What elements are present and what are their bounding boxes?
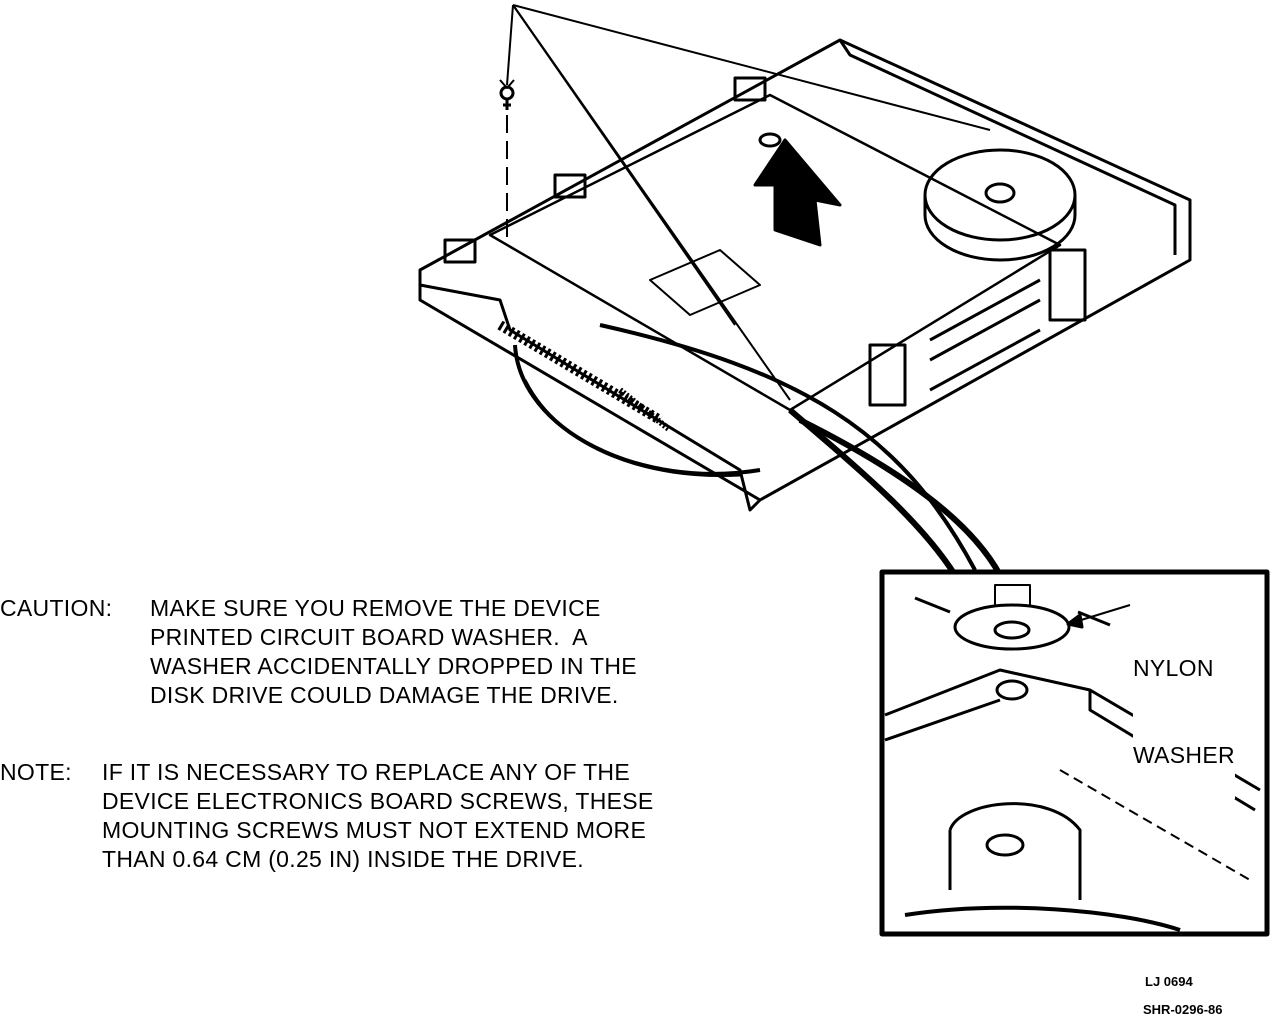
note-line: THAN 0.64 CM (0.25 IN) INSIDE THE DRIVE. — [102, 846, 584, 872]
circuit-board — [488, 93, 1062, 412]
caution-line: PRINTED CIRCUIT BOARD WASHER. A — [150, 624, 588, 650]
edge-connector — [497, 320, 663, 425]
callout-line: WASHER — [1133, 742, 1235, 768]
note-line: IF IT IS NECESSARY TO REPLACE ANY OF THE — [102, 759, 630, 785]
note-label: NOTE: — [0, 759, 72, 785]
caution-line: DISK DRIVE COULD DAMAGE THE DRIVE. — [150, 682, 619, 708]
screw-icon — [499, 85, 515, 240]
caution-line: WASHER ACCIDENTALLY DROPPED IN THE — [150, 653, 637, 679]
figure-id-2: SHR-0296-86 — [1143, 1002, 1223, 1017]
note-line: MOUNTING SCREWS MUST NOT EXTEND MORE — [102, 817, 647, 843]
spindle-motor — [923, 148, 1077, 242]
figure-id-1: LJ 0694 — [1145, 974, 1193, 989]
callout-line: NYLON — [1133, 655, 1214, 681]
drive-chassis — [418, 38, 1192, 502]
note-text: IF IT IS NECESSARY TO REPLACE ANY OF THE… — [102, 758, 654, 874]
note-line: DEVICE ELECTRONICS BOARD SCREWS, THESE — [102, 788, 654, 814]
lift-arrow — [753, 138, 842, 247]
caution-label: CAUTION: — [0, 595, 113, 621]
caution-line: MAKE SURE YOU REMOVE THE DEVICE — [150, 595, 601, 621]
nylon-washer-label: NYLON WASHER — [1133, 596, 1235, 799]
caution-text: MAKE SURE YOU REMOVE THE DEVICE PRINTED … — [150, 594, 637, 710]
